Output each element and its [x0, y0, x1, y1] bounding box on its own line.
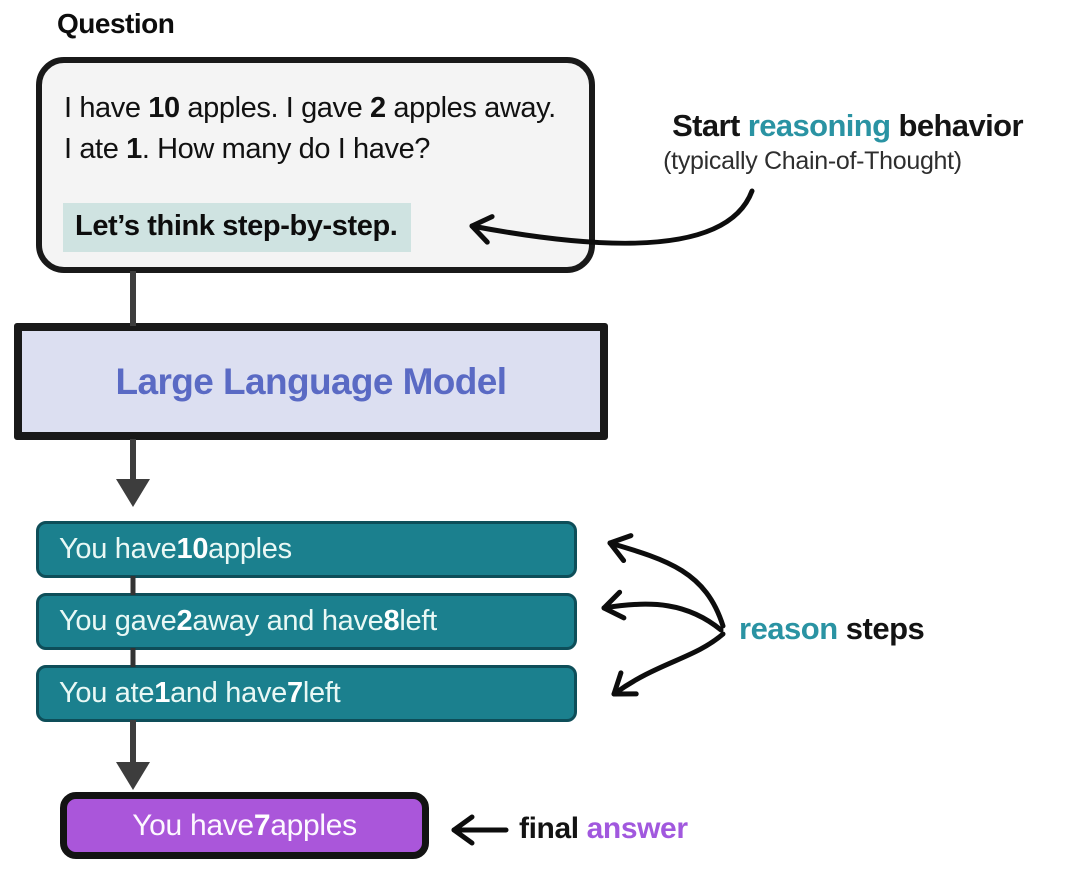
reason-step-arrow-icon: [601, 589, 724, 633]
final-answer-box: You have 7 apples: [60, 792, 429, 859]
llm-box: Large Language Model: [14, 323, 608, 440]
final-answer-callout: final answer: [519, 812, 688, 845]
reason-step-arrow-icon: [611, 631, 726, 697]
reason-steps-callout: reason steps: [739, 611, 925, 646]
steps-to-answer-arrowhead-icon: [116, 762, 150, 790]
llm-label: Large Language Model: [115, 360, 508, 402]
question-label: Question: [57, 8, 175, 39]
llm-to-steps-arrowhead-icon: [116, 479, 150, 507]
reason-step-box: You have 10 apples: [36, 521, 577, 578]
reason-step-arrow-icon: [607, 533, 726, 629]
reason-step-box: You gave 2 away and have 8 left: [36, 593, 577, 650]
question-box: I have 10 apples. I gave 2 apples away. …: [36, 57, 595, 273]
reasoning-callout-subtitle: (typically Chain-of-Thought): [663, 147, 962, 175]
question-text: I have 10 apples. I gave 2 apples away. …: [64, 92, 556, 166]
reason-step-box: You ate 1 and have 7 left: [36, 665, 577, 722]
reasoning-callout-title: Start reasoning behavior: [672, 108, 1023, 143]
cot-trigger-highlight: Let’s think step-by-step.: [63, 203, 412, 252]
reasoning-callout: Start reasoning behavior (typically Chai…: [615, 108, 1080, 176]
